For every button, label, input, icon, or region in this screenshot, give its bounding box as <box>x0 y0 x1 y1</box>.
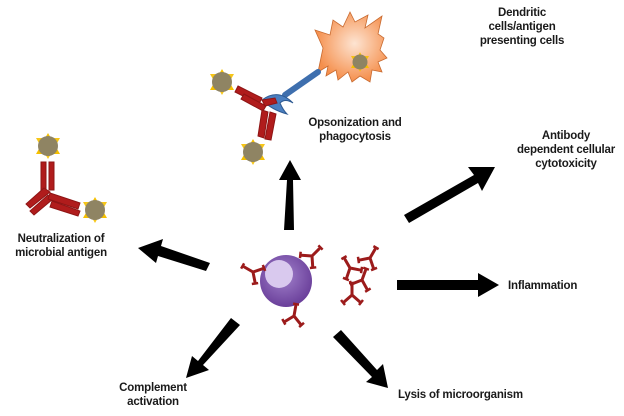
label-line: cytotoxicity <box>535 158 597 170</box>
arrow-opsonization <box>279 160 301 230</box>
antigen-icon <box>83 197 107 223</box>
label-line: activation <box>127 396 179 408</box>
antibody-opsonization-icon <box>234 85 278 141</box>
label-line: cells/antigen <box>488 21 556 33</box>
arrow-adcc <box>404 167 495 223</box>
antigen-icon <box>210 69 234 95</box>
label-line: dependent cellular <box>516 144 615 156</box>
arrow-complement <box>186 318 240 378</box>
arrow-lysis <box>333 330 388 388</box>
label-opsonization: Opsonization and phagocytosis <box>300 116 410 144</box>
antigen-icon <box>241 139 265 165</box>
label-complement: Complement activation <box>108 381 198 409</box>
label-adcc: Antibody dependent cellular cytotoxicity <box>510 129 622 171</box>
label-neutralization: Neutralization of microbial antigen <box>6 232 116 260</box>
label-line: Complement <box>119 382 187 394</box>
antigen-icon <box>36 133 60 159</box>
label-line: Lysis of microorganism <box>398 389 523 401</box>
label-inflammation: Inflammation <box>508 279 608 293</box>
label-dendritic-cells: Dendritic cells/antigen presenting cells <box>462 6 582 48</box>
receptor-icon <box>261 69 321 115</box>
dendritic-cell-icon <box>314 11 388 83</box>
arrow-neutralization <box>138 239 210 271</box>
label-lysis: Lysis of microorganism <box>398 388 558 402</box>
label-line: Inflammation <box>508 280 578 292</box>
label-line: presenting cells <box>479 35 565 47</box>
label-line: Opsonization and <box>308 117 402 129</box>
label-line: Neutralization of <box>17 233 105 245</box>
label-line: Antibody <box>541 130 591 142</box>
antibody-neutralization-icon <box>25 161 81 217</box>
label-line: Dendritic <box>497 7 547 19</box>
arrow-inflammation <box>397 273 499 297</box>
plasma-cell-icon <box>260 255 312 307</box>
label-line: phagocytosis <box>319 131 391 143</box>
label-line: microbial antigen <box>15 247 107 259</box>
